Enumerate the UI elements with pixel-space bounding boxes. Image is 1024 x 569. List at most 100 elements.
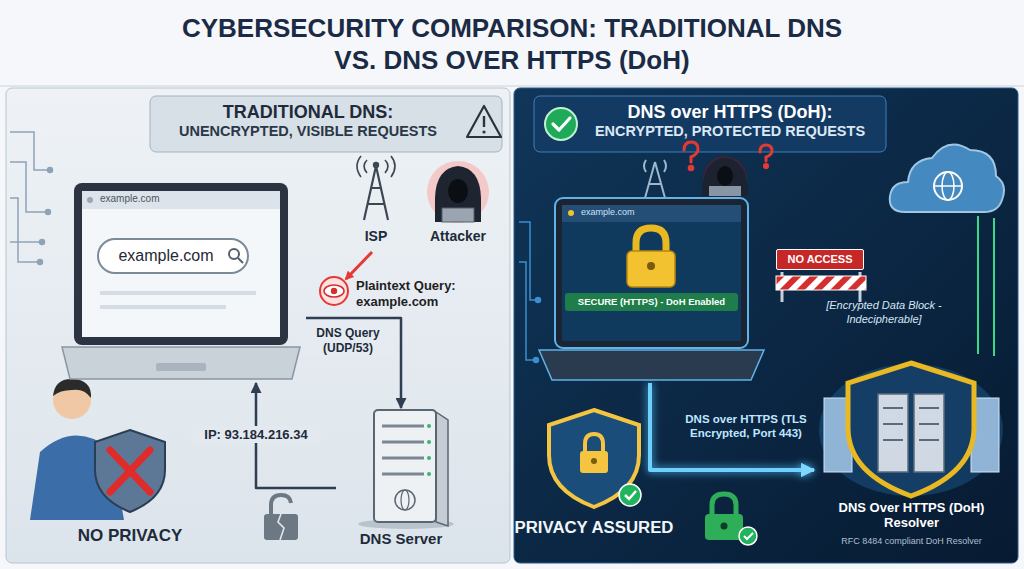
data-lines bbox=[978, 216, 994, 356]
no-privacy-shield-part bbox=[110, 450, 150, 492]
node-note: RFC 8484 compliant DoH Resolver bbox=[814, 536, 1009, 547]
question-mark-part bbox=[760, 145, 772, 161]
circuit-lines-part bbox=[519, 222, 538, 300]
question-mark-part bbox=[764, 164, 767, 167]
green-padlock-part bbox=[739, 527, 757, 545]
url-text: example.com bbox=[581, 207, 731, 218]
dns-server-shape-part bbox=[427, 440, 431, 444]
header-banner-part bbox=[534, 96, 886, 152]
panel: DNS over HTTPS (DoH):ENCRYPTED, PROTECTE… bbox=[514, 88, 1018, 563]
question-mark-part bbox=[684, 142, 698, 162]
dns-server-shape-part bbox=[374, 410, 436, 522]
circuit-lines bbox=[10, 132, 53, 265]
sniffing-eye-part bbox=[324, 285, 344, 297]
barrier-part bbox=[776, 276, 866, 290]
laptop-shape-part bbox=[562, 205, 741, 222]
search-text: example.com bbox=[106, 246, 226, 265]
laptop-shape-part bbox=[74, 183, 288, 345]
radio-tower bbox=[644, 160, 666, 198]
cloud bbox=[890, 145, 1004, 212]
header-banner-part bbox=[467, 106, 501, 137]
laptop-shape-part bbox=[562, 205, 741, 341]
header-banner-part bbox=[553, 118, 570, 130]
node-label: DNS Server bbox=[336, 530, 466, 548]
doh-resolver-shape-part bbox=[914, 394, 944, 472]
hooded-attacker-part bbox=[702, 158, 748, 196]
broken-padlock-part bbox=[271, 495, 291, 514]
no-privacy-shield-part bbox=[110, 450, 150, 492]
doh-resolver-shape-part bbox=[883, 439, 903, 441]
laptop-shape-part bbox=[82, 191, 280, 337]
circuit-lines-part bbox=[10, 162, 48, 212]
edge-label: DNS over HTTPS (TLS Encrypted, Port 443) bbox=[682, 412, 810, 440]
sniffing-eye-part bbox=[346, 252, 372, 279]
doh-resolver-shape-part bbox=[848, 363, 974, 496]
circuit-lines-part bbox=[10, 241, 42, 243]
radio-tower-part bbox=[644, 160, 666, 172]
circuit-lines-part bbox=[46, 210, 51, 215]
attacker: Attacker bbox=[416, 158, 500, 250]
laptop-shape-part bbox=[100, 291, 256, 295]
edge-label: IP: 93.184.216.34 bbox=[191, 426, 321, 443]
green-padlock-part bbox=[712, 494, 736, 516]
laptop-shape-part bbox=[62, 347, 300, 379]
privacy-shield-part bbox=[591, 458, 597, 464]
background-part bbox=[0, 0, 1024, 86]
data-lines-part bbox=[977, 216, 979, 354]
attacker-shape-part bbox=[442, 208, 474, 222]
attacker-shape-part bbox=[427, 161, 489, 223]
broken-padlock-part bbox=[264, 514, 298, 540]
hooded-attacker-part bbox=[703, 156, 747, 200]
green-padlock-part bbox=[744, 533, 753, 539]
panel-subheading: ENCRYPTED, PROTECTED REQUESTS bbox=[580, 123, 880, 140]
doh-resolver-shape-part bbox=[883, 407, 903, 409]
privacy-shield bbox=[549, 410, 641, 507]
note: [Encrypted Data Block - Indecipherable] bbox=[798, 298, 970, 326]
dns-server-shape-part bbox=[382, 425, 424, 428]
background-part bbox=[0, 86, 1024, 87]
node-label: Attacker bbox=[416, 228, 500, 245]
laptop-shape-part bbox=[647, 262, 655, 270]
laptop: example.comSECURE (HTTPS) - DoH Enabled bbox=[539, 198, 764, 383]
privacy-shield-part bbox=[585, 434, 603, 452]
green-padlock-part bbox=[705, 514, 743, 540]
circuit-lines-part bbox=[536, 298, 541, 303]
laptop-shape-part bbox=[565, 293, 738, 311]
header-banner-part bbox=[150, 96, 502, 152]
privacy-shield-part bbox=[580, 451, 608, 473]
circuit-lines-part bbox=[40, 240, 45, 245]
dns-server-shape-part bbox=[436, 412, 448, 526]
circuit-lines-part bbox=[10, 198, 40, 262]
panel-subheading: UNENCRYPTED, VISIBLE REQUESTS bbox=[156, 123, 460, 140]
radio-tower-part bbox=[645, 162, 665, 198]
panel-heading: DNS over HTTPS (DoH): bbox=[580, 101, 880, 123]
header-banner-part bbox=[545, 108, 577, 140]
laptop-shape-part bbox=[568, 210, 574, 216]
doh-resolver-shape-part bbox=[883, 423, 903, 425]
circuit-lines bbox=[519, 222, 541, 363]
laptop: example.comexample.com bbox=[56, 183, 306, 383]
hooded-attacker bbox=[702, 156, 748, 200]
laptop-shape-part bbox=[555, 198, 748, 348]
no-privacy-shield-part bbox=[95, 430, 165, 512]
dns-server-shape-part bbox=[382, 441, 424, 444]
circuit-lines-part bbox=[48, 168, 53, 173]
header-banner-part bbox=[482, 130, 485, 133]
header-banner bbox=[150, 96, 886, 152]
doh-resolver-shape-part bbox=[919, 423, 939, 425]
panel-heading: TRADITIONAL DNS: bbox=[156, 101, 460, 123]
laptop-shape-part bbox=[229, 249, 239, 259]
connector-arrow bbox=[650, 383, 814, 470]
laptop-shape-part bbox=[100, 305, 226, 309]
hooded-attacker-part bbox=[717, 166, 733, 186]
sniffing-eye-part bbox=[331, 288, 337, 294]
circuit-lines-part bbox=[38, 260, 43, 265]
warning-sign: NO ACCESS bbox=[776, 249, 864, 270]
panel: TRADITIONAL DNS:UNENCRYPTED, VISIBLE REQ… bbox=[6, 88, 510, 563]
doh-resolver-shape-part bbox=[878, 394, 908, 472]
isp-tower: ISP bbox=[346, 158, 406, 250]
laptop-shape-part bbox=[156, 363, 206, 371]
cloud-part bbox=[890, 145, 1004, 212]
isp-tower-shape-part bbox=[364, 166, 388, 220]
